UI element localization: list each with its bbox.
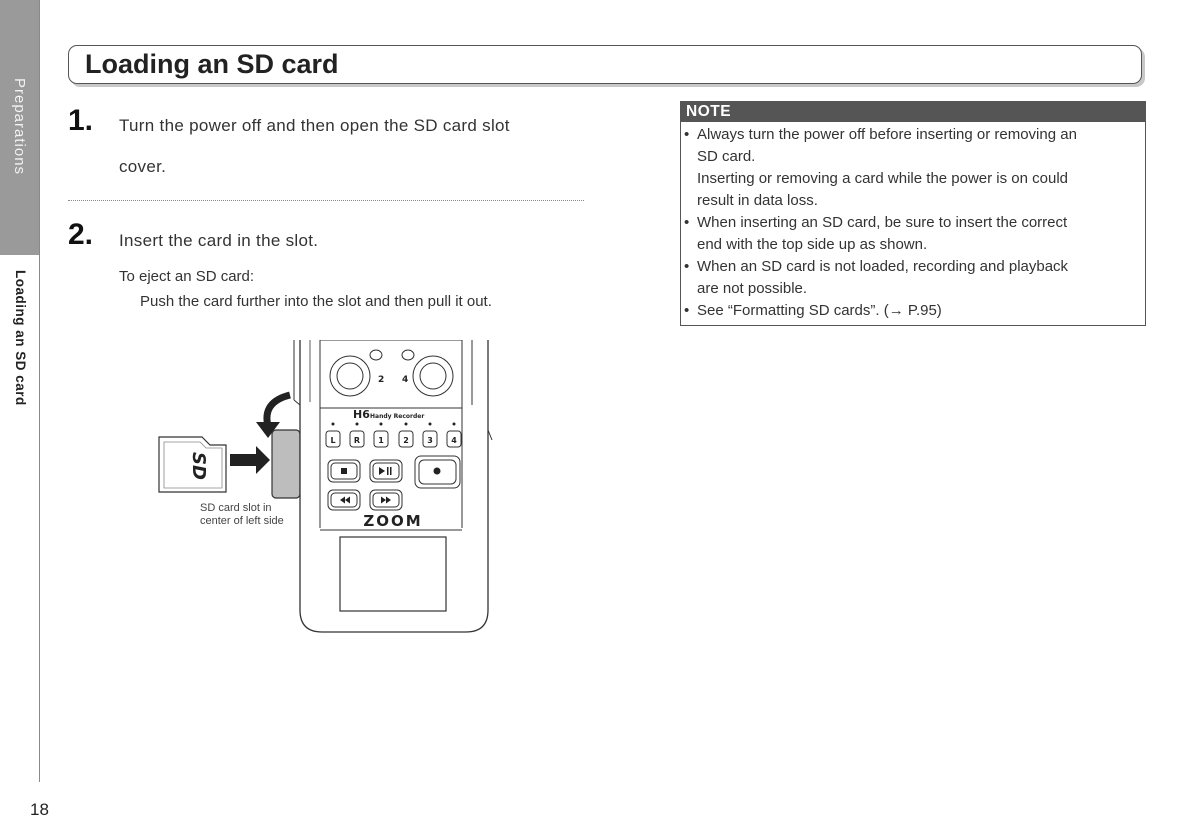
h6-recorder-device: 2 4 H6 Handy Recorder L R 1 2 3 4: [293, 340, 493, 633]
note-item: Always turn the power off before inserti…: [684, 124, 1139, 212]
note-item-2-line-2: end with the top side up as shown.: [697, 236, 928, 253]
insert-arrow-icon: [230, 446, 270, 474]
button-l-label: L: [330, 436, 335, 445]
note-box: NOTE Always turn the power off before in…: [680, 101, 1146, 326]
note-item-3-line-1: When an SD card is not loaded, recording…: [697, 258, 1069, 275]
open-cover-arrow-icon: [256, 391, 291, 438]
note-item-2-line-1: When inserting an SD card, be sure to in…: [697, 214, 1068, 231]
step-2-number: 2.: [68, 218, 94, 251]
eject-instructions: Push the card further into the slot and …: [140, 293, 492, 310]
note-item: See “Formatting SD cards”. (→ P.95): [684, 300, 1139, 322]
note-item-1-line-2: SD card.: [697, 148, 756, 165]
title-bar: Loading an SD card: [68, 45, 1142, 84]
device-subtitle: Handy Recorder: [370, 413, 424, 420]
note-item: When an SD card is not loaded, recording…: [684, 256, 1139, 300]
chapter-tab[interactable]: Preparations: [0, 0, 39, 255]
caption-line-2: center of left side: [200, 515, 284, 527]
input-buttons: L R 1 2 3 4: [325, 422, 462, 448]
note-item-3-line-2: are not possible.: [697, 280, 808, 297]
section-label: Loading an SD card: [13, 270, 28, 406]
rail-divider: [39, 0, 40, 782]
sd-card-logo: SD: [188, 452, 209, 480]
caption-line-1: SD card slot in: [200, 502, 272, 514]
device-model-label: H6: [353, 408, 370, 421]
step-2-text: Insert the card in the slot.: [119, 231, 319, 250]
note-item-1-line-4: result in data loss.: [697, 192, 818, 209]
note-heading: NOTE: [681, 102, 1145, 122]
sd-insertion-illustration: SD 2 4 H6 Handy Recorder: [158, 340, 493, 633]
figure-caption: SD card slot in center of left side: [200, 502, 284, 528]
button-4-label: 4: [451, 436, 457, 445]
note-item-1-line-1: Always turn the power off before inserti…: [697, 126, 1077, 143]
step-1-number: 1.: [68, 104, 94, 137]
eject-heading: To eject an SD card:: [119, 268, 255, 285]
step-divider: [68, 200, 584, 201]
page-title: Loading an SD card: [85, 49, 339, 79]
button-r-label: R: [354, 436, 360, 445]
page-number: 18: [30, 800, 49, 819]
transport-buttons: [327, 455, 461, 511]
button-3-label: 3: [427, 436, 433, 445]
step-1-text-line-1: Turn the power off and then open the SD …: [119, 116, 510, 135]
button-2-label: 2: [403, 436, 409, 445]
note-item-1-line-3: Inserting or removing a card while the p…: [697, 170, 1069, 187]
note-list: Always turn the power off before inserti…: [681, 124, 1145, 322]
note-item: When inserting an SD card, be sure to in…: [684, 212, 1139, 256]
zoom-logo: ZOOM: [363, 512, 422, 530]
knob-label-2: 2: [378, 375, 384, 385]
chapter-tab-label: Preparations: [11, 78, 28, 176]
knob-label-4: 4: [402, 375, 408, 385]
button-1-label: 1: [378, 436, 384, 445]
sd-slot-cover: [271, 429, 301, 499]
sd-card-icon: SD: [158, 436, 227, 493]
step-1-text-line-2: cover.: [119, 157, 167, 176]
note-item-4-line-1[interactable]: See “Formatting SD cards”. (→ P.95): [697, 302, 942, 319]
device-screen: [339, 536, 447, 612]
